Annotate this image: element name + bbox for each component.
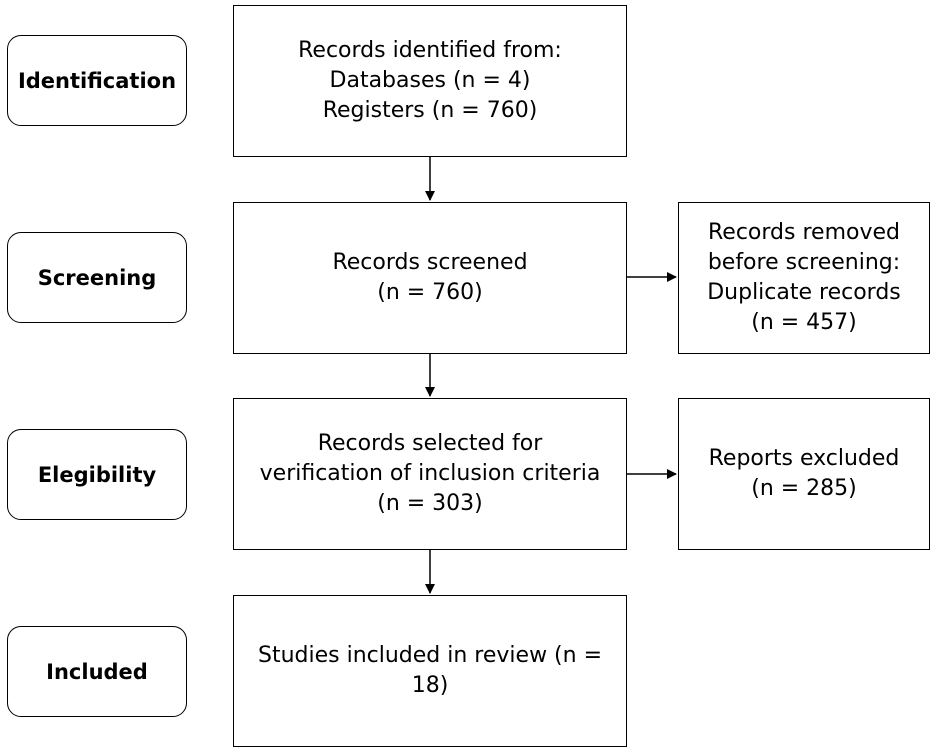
- records-identified-box: Records identified from: Databases (n = …: [233, 5, 627, 157]
- reports-excluded-box: Reports excluded (n = 285): [678, 398, 930, 550]
- stage-screening-label: Screening: [37, 265, 157, 290]
- records-selected-line-3: (n = 303): [377, 491, 483, 516]
- stage-included-label: Included: [46, 659, 148, 684]
- records-removed-line-4: (n = 457): [751, 310, 857, 335]
- records-screened-line-1: Records screened: [332, 250, 528, 275]
- records-removed-box: Records removed before screening: Duplic…: [678, 202, 930, 354]
- records-selected-line-1: Records selected for: [317, 431, 543, 456]
- records-identified-line-1: Records identified from:: [298, 38, 562, 63]
- stage-included: Included: [7, 626, 187, 717]
- records-removed-line-2: before screening:: [707, 250, 901, 275]
- studies-included-line-1: Studies included in review (n =: [257, 643, 603, 668]
- reports-excluded-line-1: Reports excluded: [708, 446, 900, 471]
- records-removed-line-1: Records removed: [708, 220, 900, 245]
- records-screened-line-2: (n = 760): [377, 280, 483, 305]
- records-selected-line-2: verification of inclusion criteria: [259, 461, 601, 486]
- records-identified-line-3: Registers (n = 760): [322, 98, 538, 123]
- records-identified-line-2: Databases (n = 4): [329, 68, 531, 93]
- stage-eligibility: Elegibility: [7, 429, 187, 520]
- studies-included-line-2: 18): [411, 673, 449, 698]
- records-screened-box: Records screened (n = 760): [233, 202, 627, 354]
- reports-excluded-line-2: (n = 285): [751, 476, 857, 501]
- stage-eligibility-label: Elegibility: [37, 462, 157, 487]
- records-removed-line-3: Duplicate records: [707, 280, 901, 305]
- stage-identification-label: Identification: [17, 68, 177, 93]
- records-selected-box: Records selected for verification of inc…: [233, 398, 627, 550]
- studies-included-box: Studies included in review (n = 18): [233, 595, 627, 747]
- stage-identification: Identification: [7, 35, 187, 126]
- stage-screening: Screening: [7, 232, 187, 323]
